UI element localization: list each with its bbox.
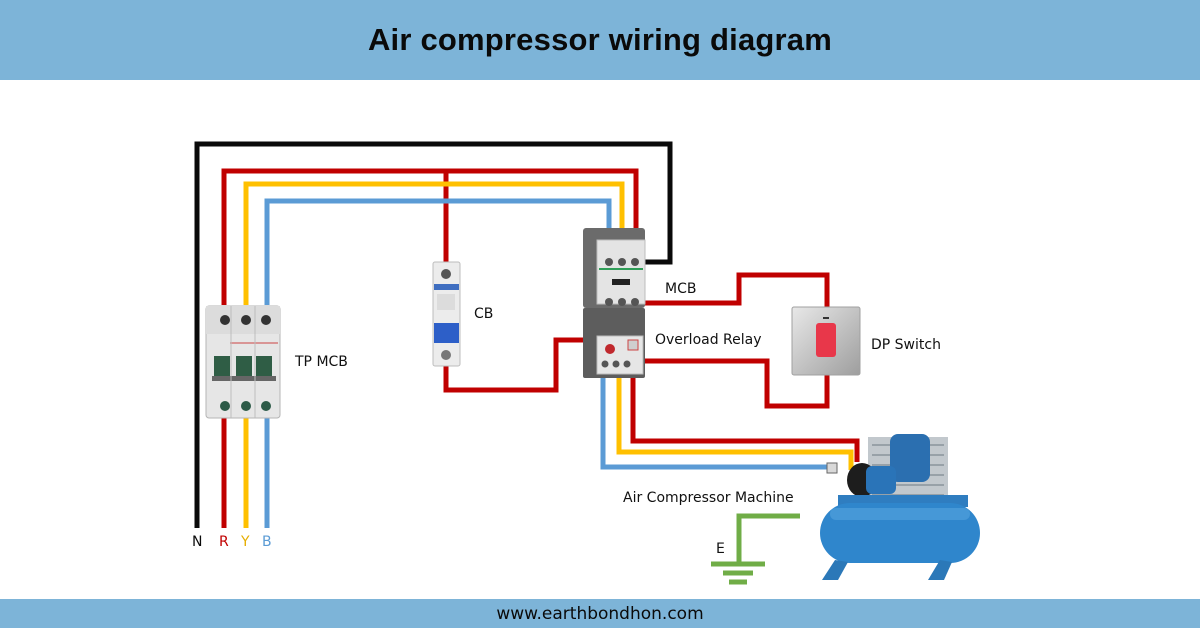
overload-relay xyxy=(583,308,645,378)
tp-mcb-label: TP MCB xyxy=(294,354,348,370)
cb-label: CB xyxy=(474,306,493,322)
overload-relay-label: Overload Relay xyxy=(655,332,762,348)
wire-label-y: Y xyxy=(240,534,250,550)
yellow-phase-wire xyxy=(243,181,625,305)
contactor xyxy=(583,228,646,308)
earth-label: E xyxy=(716,541,725,557)
wire-label-b: B xyxy=(262,534,272,550)
contactor-label: MCB xyxy=(665,281,696,297)
website-link[interactable]: www.earthbondhon.com xyxy=(496,603,704,624)
wire-label-n: N xyxy=(192,534,202,550)
blue-phase-wire xyxy=(264,198,612,305)
air-compressor xyxy=(820,434,980,580)
blue-motor-wire xyxy=(600,372,832,470)
dp-switch xyxy=(791,306,861,376)
earth-wire xyxy=(736,513,800,563)
wire-label-r: R xyxy=(219,534,229,550)
page-title: Air compressor wiring diagram xyxy=(367,22,833,57)
title-banner: Air compressor wiring diagram xyxy=(0,0,1200,80)
neutral-wire xyxy=(194,141,673,528)
cb-breaker xyxy=(432,261,461,367)
tp-mcb xyxy=(205,305,281,419)
control-wire-from-switch xyxy=(640,358,830,409)
red-motor-wire xyxy=(630,372,860,462)
dp-switch-label: DP Switch xyxy=(871,337,941,353)
red-phase-wire xyxy=(221,168,639,305)
footer-banner: www.earthbondhon.com xyxy=(0,599,1200,628)
control-wire-to-switch xyxy=(644,272,830,310)
yellow-motor-wire xyxy=(616,372,854,470)
compressor-label: Air Compressor Machine xyxy=(623,490,794,506)
